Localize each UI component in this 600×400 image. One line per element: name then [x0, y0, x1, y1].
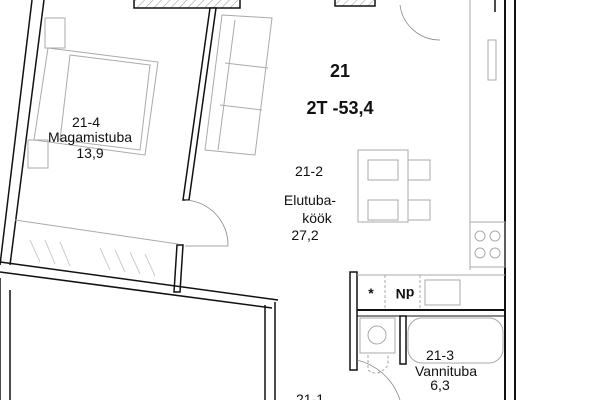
room-area-living: 27,2	[291, 227, 319, 243]
room-name-living-2: köök	[302, 210, 332, 226]
furniture	[14, 0, 506, 374]
room-area-bedroom: 13,9	[76, 145, 104, 161]
star-symbol: *	[368, 285, 374, 301]
walls	[0, 0, 516, 400]
apartment-type-area: 2T -53,4	[306, 98, 374, 118]
room-id-hall: 21-1	[295, 391, 325, 400]
room-id-bathroom: 21-3	[425, 347, 455, 363]
apartment-number: 21	[329, 61, 351, 81]
room-name-bathroom: Vannituba	[414, 363, 478, 379]
room-id-bedroom: 21-4	[71, 114, 101, 130]
room-name-living-1: Elutuba-	[283, 192, 337, 208]
room-name-bedroom: Magamistuba	[47, 129, 133, 145]
room-area-bathroom: 6,3	[430, 377, 450, 393]
room-id-living: 21-2	[294, 163, 324, 179]
dn-symbol: dN	[395, 286, 415, 302]
